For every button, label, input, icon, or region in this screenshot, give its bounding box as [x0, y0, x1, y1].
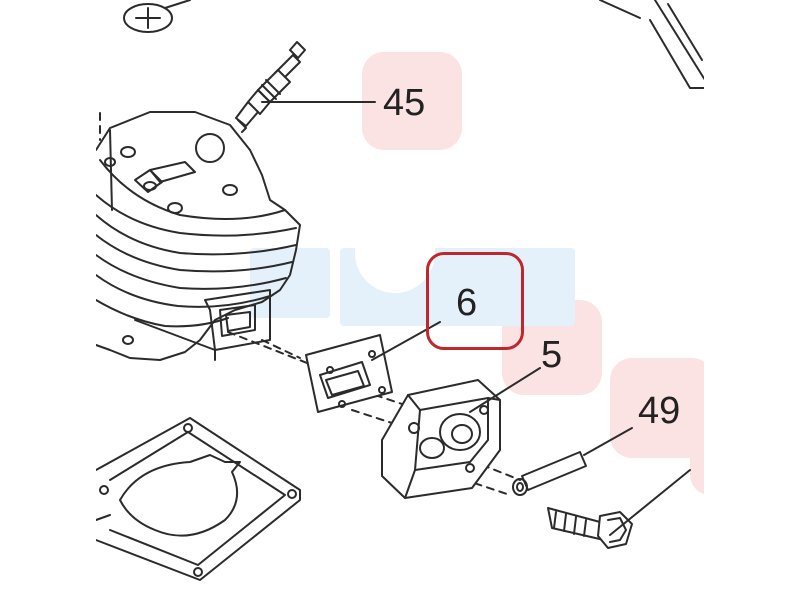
cylinder: [96, 112, 300, 360]
right-margin: [704, 0, 800, 600]
screw-top: [124, 0, 190, 32]
leader-5: [470, 368, 540, 412]
left-margin: [0, 0, 96, 600]
badge-45: [362, 52, 462, 150]
crankcase-gasket: [96, 418, 300, 580]
guide-bar-fragment: [600, 0, 705, 88]
bolt: [548, 470, 690, 548]
callout-5: 5: [541, 334, 563, 376]
callout-49: 49: [638, 390, 681, 432]
intake-flange-5: [382, 380, 500, 498]
highlight-box-6: [426, 252, 524, 350]
spark-plug: [236, 42, 305, 132]
callout-6: 6: [456, 282, 478, 324]
callout-45: 45: [383, 82, 426, 124]
gasket-6: [306, 335, 392, 412]
leader-49: [584, 428, 632, 455]
pin-49: [513, 452, 586, 495]
